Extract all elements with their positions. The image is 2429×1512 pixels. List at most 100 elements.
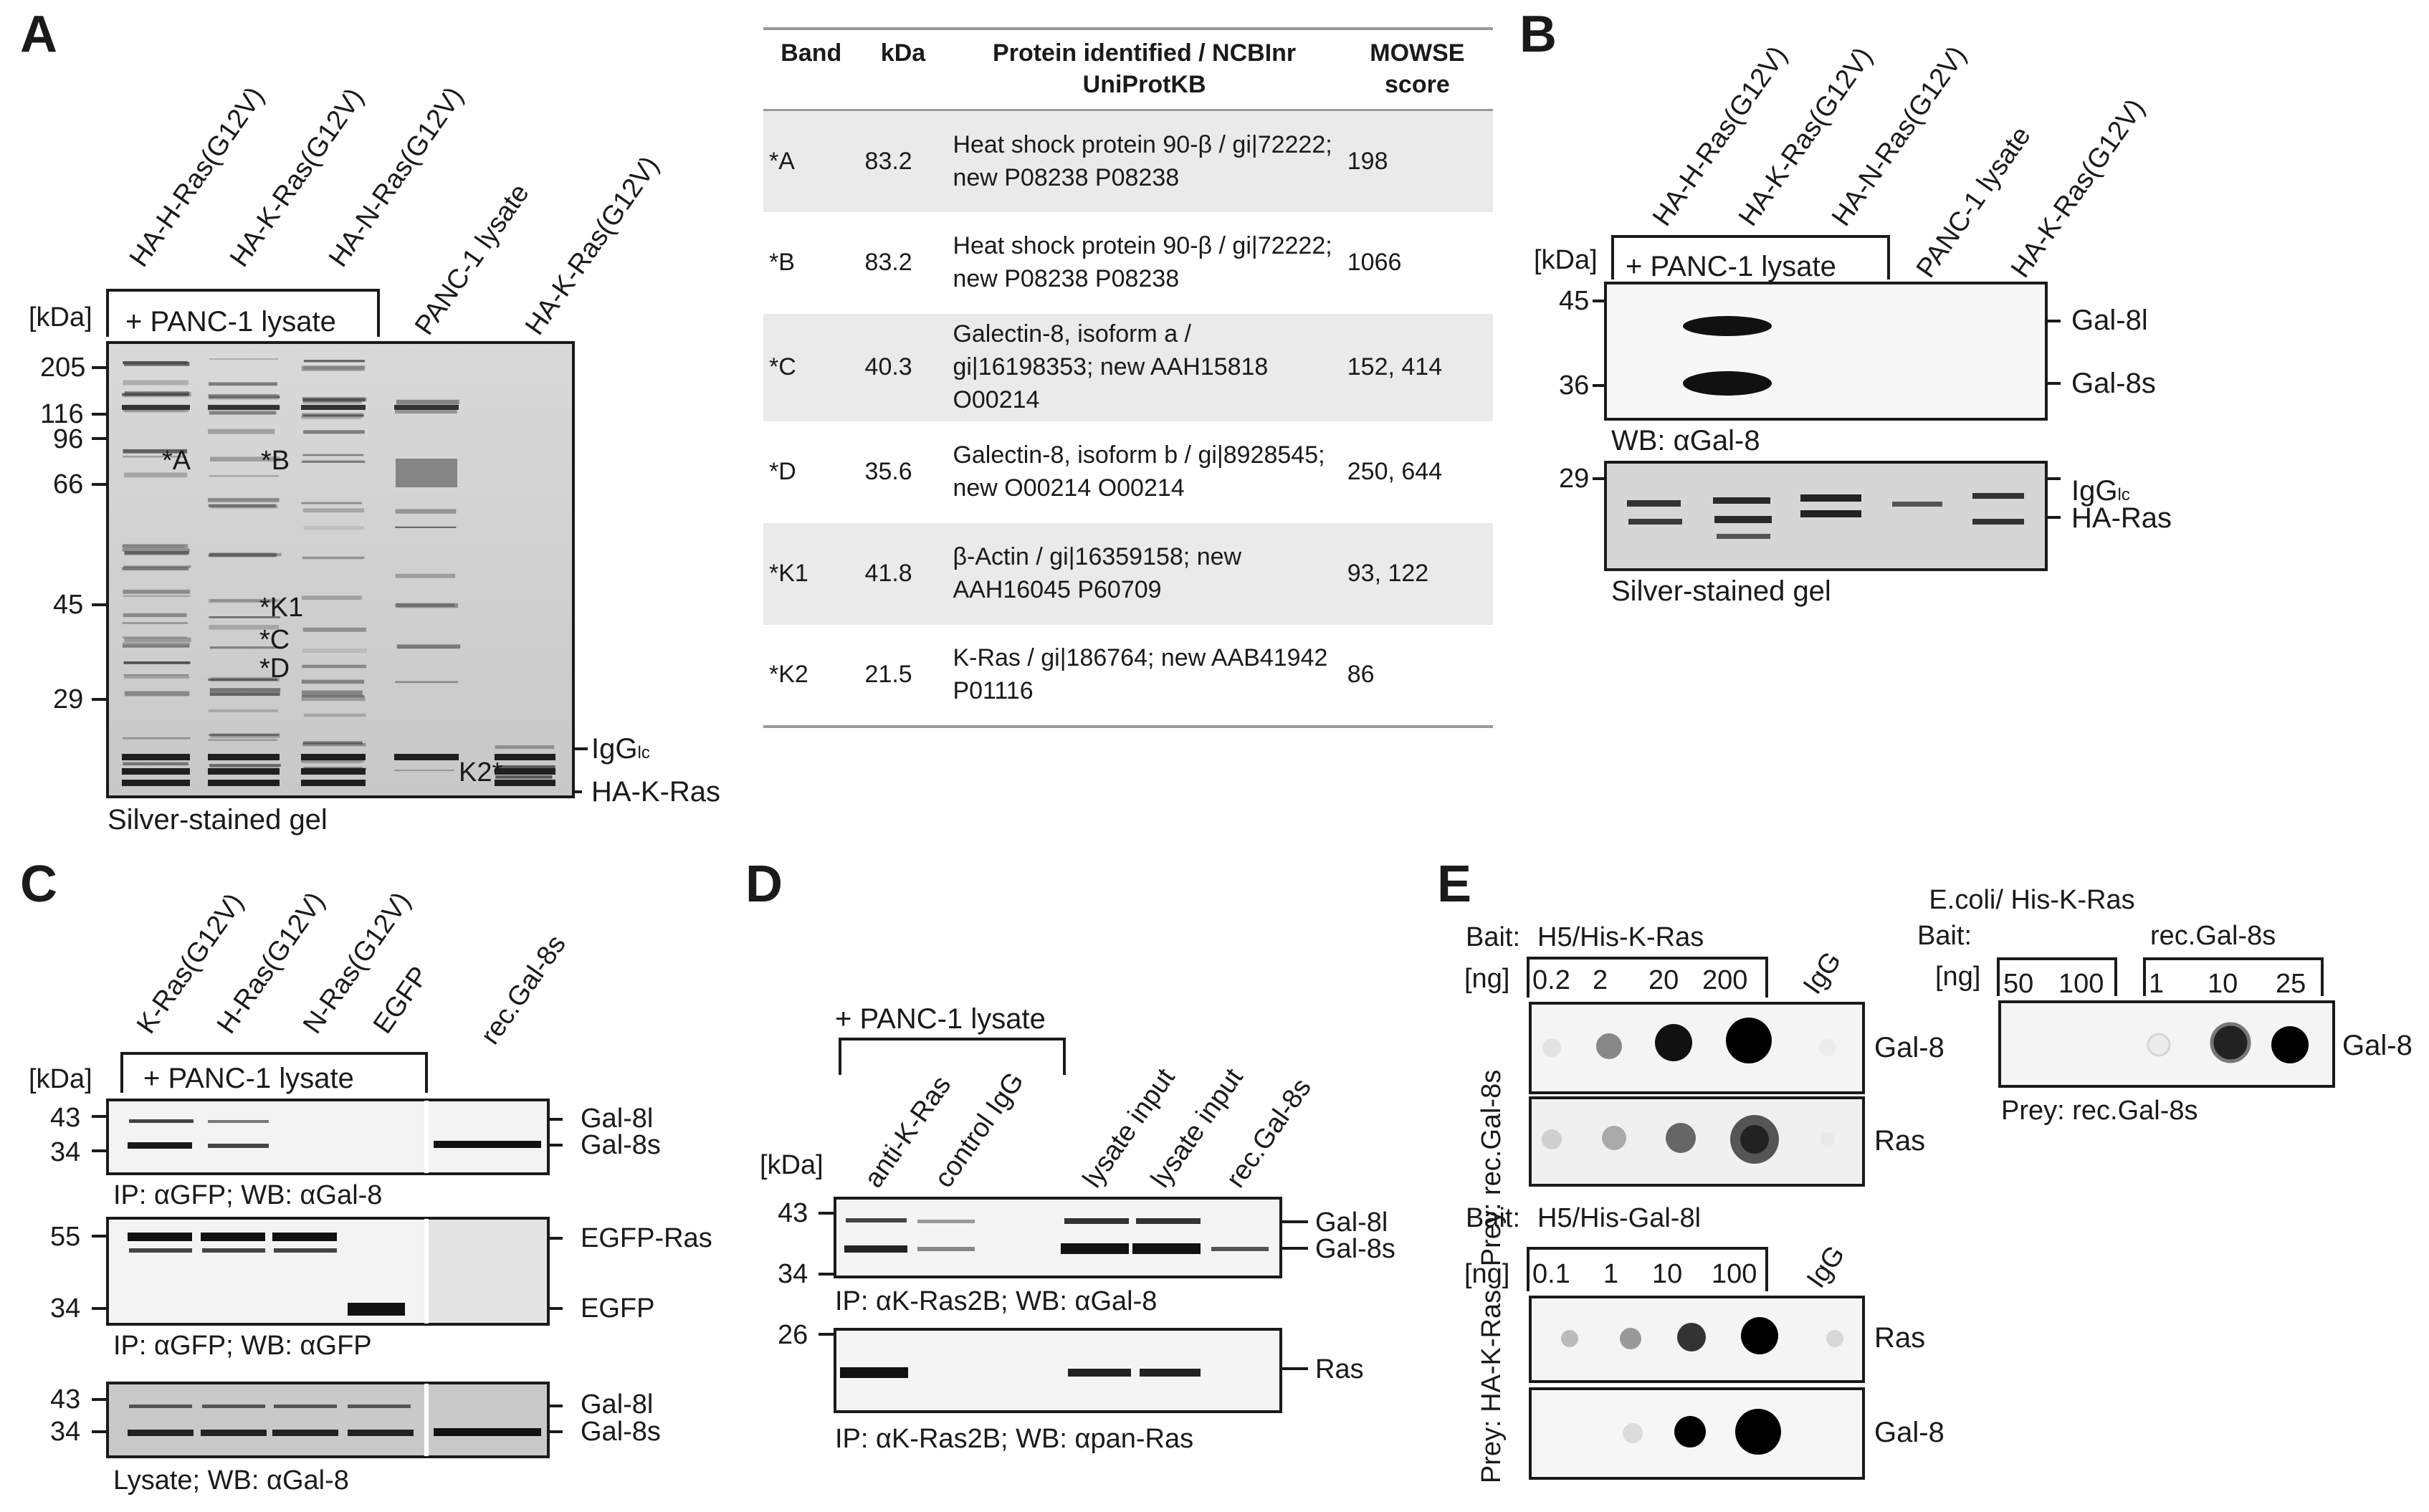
panel-c-blot-2-marker: 55 xyxy=(50,1222,80,1252)
panel-e-bait-1-ng: [ng] xyxy=(1464,964,1509,994)
table-cell-kda: 41.8 xyxy=(864,559,912,587)
table-header-band: Band xyxy=(781,39,842,67)
panel-b-ha-ras-label: HA-Ras xyxy=(2071,502,2172,534)
panel-d-blot-1 xyxy=(834,1197,1282,1278)
table-cell-kda: 35.6 xyxy=(864,457,912,485)
panel-b-unit-label: [kDa] xyxy=(1534,245,1598,275)
panel-b-lane-label: HA-K-Ras(G12V) xyxy=(2005,94,2151,284)
panel-c-bracket-label: + PANC-1 lysate xyxy=(143,1063,354,1094)
table-cell-score: 86 xyxy=(1347,660,1375,688)
table-header-row: Band kDa Protein identified / NCBInr Uni… xyxy=(763,29,1493,110)
panel-c-bracket xyxy=(120,1052,428,1093)
panel-b-igg-label: IgGlc xyxy=(2071,475,2130,507)
panel-e-row-label: Gal-8 xyxy=(1874,1417,1944,1448)
panel-b-bracket-label: + PANC-1 lysate xyxy=(1626,251,1836,282)
panel-c-blot-1-marker: 34 xyxy=(50,1137,80,1167)
panel-a-right-ticks xyxy=(572,747,588,793)
panel-e-bait-1-bracket xyxy=(1527,957,1768,997)
panel-c-blot-3-right-label: Gal-8l xyxy=(581,1389,653,1420)
panel-c-blot-2-right-label: EGFP-Ras xyxy=(581,1223,712,1253)
panel-e-right-bracket-2 xyxy=(2143,957,2324,996)
panel-a-marker: 29 xyxy=(53,684,83,714)
table-cell-band: *B xyxy=(769,248,795,276)
panel-b-gal8l-label: Gal-8l xyxy=(2071,305,2148,336)
panel-d-bracket-label: + PANC-1 lysate xyxy=(835,1003,1046,1035)
panel-a-gel-bands xyxy=(122,358,555,786)
panel-a-lane-label: PANC-1 lysate xyxy=(409,178,535,340)
panel-c-lane-label: EGFP xyxy=(368,961,435,1039)
panel-e-row-label: Ras xyxy=(1874,1322,1925,1354)
panel-e-letter: E xyxy=(1437,856,1471,913)
ms-results-table: Band kDa Protein identified / NCBInr Uni… xyxy=(763,27,1493,728)
panel-c-blot-1 xyxy=(106,1099,550,1175)
table-cell-score: 152, 414 xyxy=(1347,353,1443,381)
table-cell-band: *D xyxy=(769,457,796,485)
panel-c-lane-label: rec.Gal-8s xyxy=(475,929,572,1050)
table-header-protein: Protein identified / NCBInr UniProtKB xyxy=(993,39,1297,99)
panel-d-blot-2 xyxy=(834,1328,1282,1413)
panel-e-bait-1-label: Bait: xyxy=(1466,922,1520,952)
panel-c-blot-2-caption: IP: αGFP; WB: αGFP xyxy=(113,1331,372,1361)
panel-e-row-label: Ras xyxy=(1874,1125,1925,1157)
table-cell-band: *A xyxy=(769,147,795,175)
table-cell-kda: 40.3 xyxy=(864,353,912,381)
panel-c-blot-2-right-label: EGFP xyxy=(581,1293,654,1324)
panel-e-right-bait-label: Bait: xyxy=(1917,921,1972,951)
panel-a-letter: A xyxy=(20,6,57,63)
panel-e-bait-1-amount: 200 xyxy=(1702,965,1747,995)
panel-a-ms-table: Band kDa Protein identified / NCBInr Uni… xyxy=(763,27,1493,728)
table-cell-kda: 83.2 xyxy=(864,248,912,276)
panel-b-marker: 29 xyxy=(1559,464,1589,494)
panel-e-bait-2-igg: IgG xyxy=(1801,1240,1851,1293)
table-row: *B 83.2 Heat shock protein 90-β / gi|722… xyxy=(763,212,1493,314)
panel-a-marker: 116 xyxy=(40,399,84,429)
table-cell-score: 198 xyxy=(1347,147,1388,175)
panel-a-igg-label: IgGlc xyxy=(591,733,650,765)
panel-a-band-label-k1: *K1 xyxy=(259,593,303,623)
panel-a-band-label-k2: K2* xyxy=(459,757,502,788)
panel-b-silver-bands xyxy=(1627,493,2024,539)
panel-b-letter: B xyxy=(1519,6,1557,63)
panel-e-right-bracket-1 xyxy=(1997,957,2117,996)
panel-a-caption: Silver-stained gel xyxy=(108,804,328,836)
panel-e-prey-1-label: Prey: rec.Gal-8s xyxy=(1476,1070,1507,1267)
table-cell-band: *C xyxy=(769,353,796,381)
table-cell-protein: K-Ras / gi|186764; new AAB41942 P01116 xyxy=(953,643,1328,704)
table-row: *K2 21.5 K-Ras / gi|186764; new AAB41942… xyxy=(763,625,1493,727)
panel-d-blot-1-marker: 34 xyxy=(778,1259,808,1289)
panel-d-blot-2-marker: 26 xyxy=(778,1320,808,1350)
panel-e-bait-1-name: H5/His-K-Ras xyxy=(1537,922,1704,952)
panel-e-bait-2-label: Bait: xyxy=(1466,1203,1520,1233)
table-cell-protein: β-Actin / gi|16359158; new AAH16045 P607… xyxy=(953,542,1242,603)
panel-c-blot-3-marker: 43 xyxy=(50,1384,80,1415)
panel-c-lane-labels: K-Ras(G12V) H-Ras(G12V) N-Ras(G12V) EGFP… xyxy=(131,887,572,1051)
panel-e-right-amount: 100 xyxy=(2058,969,2104,999)
panel-a-marker: 96 xyxy=(53,424,83,454)
panel-c-blot-2-marker: 34 xyxy=(50,1293,80,1324)
table-cell-protein: Galectin-8, isoform b / gi|8928545; new … xyxy=(953,441,1325,502)
table-cell-band: *K2 xyxy=(769,660,808,688)
panel-a-marker: 205 xyxy=(40,353,85,383)
panel-c-blot-3-right-label: Gal-8s xyxy=(581,1417,661,1447)
panel-a-marker: 66 xyxy=(53,469,83,499)
panel-d-letter: D xyxy=(745,856,783,913)
panel-e-dotblot-ras xyxy=(1529,1096,1865,1187)
table-header-kda: kDa xyxy=(880,39,926,67)
panel-a-band-label-d: *D xyxy=(259,654,290,684)
panel-e-prey-2-label: Prey: HA-K-Ras xyxy=(1476,1290,1507,1483)
panel-e-bait-2-amount: 1 xyxy=(1603,1259,1618,1289)
table-cell-protein: Heat shock protein 90-β / gi|72222; new … xyxy=(953,231,1332,292)
panel-a-band-label-c: *C xyxy=(259,625,290,655)
panel-e-right-row-label: Gal-8 xyxy=(2342,1030,2413,1061)
panel-e-bait-2-bracket xyxy=(1527,1247,1768,1291)
panel-e-bait-2-ng: [ng] xyxy=(1464,1259,1509,1289)
panel-d-blot-2-caption: IP: αK-Ras2B; WB: αpan-Ras xyxy=(835,1424,1193,1454)
panel-b-marker: 36 xyxy=(1559,370,1589,401)
panel-d-blot-1-marker: 43 xyxy=(778,1198,808,1228)
panel-e-bait-2-amount: 0.1 xyxy=(1532,1259,1570,1289)
panel-c-blot-3-caption: Lysate; WB: αGal-8 xyxy=(113,1465,349,1496)
panel-e-right-prey: Prey: rec.Gal-8s xyxy=(2001,1096,2198,1126)
table-row: *C 40.3 Galectin-8, isoform a / gi|16198… xyxy=(763,313,1493,421)
panel-e-row-label: Gal-8 xyxy=(1874,1032,1944,1063)
